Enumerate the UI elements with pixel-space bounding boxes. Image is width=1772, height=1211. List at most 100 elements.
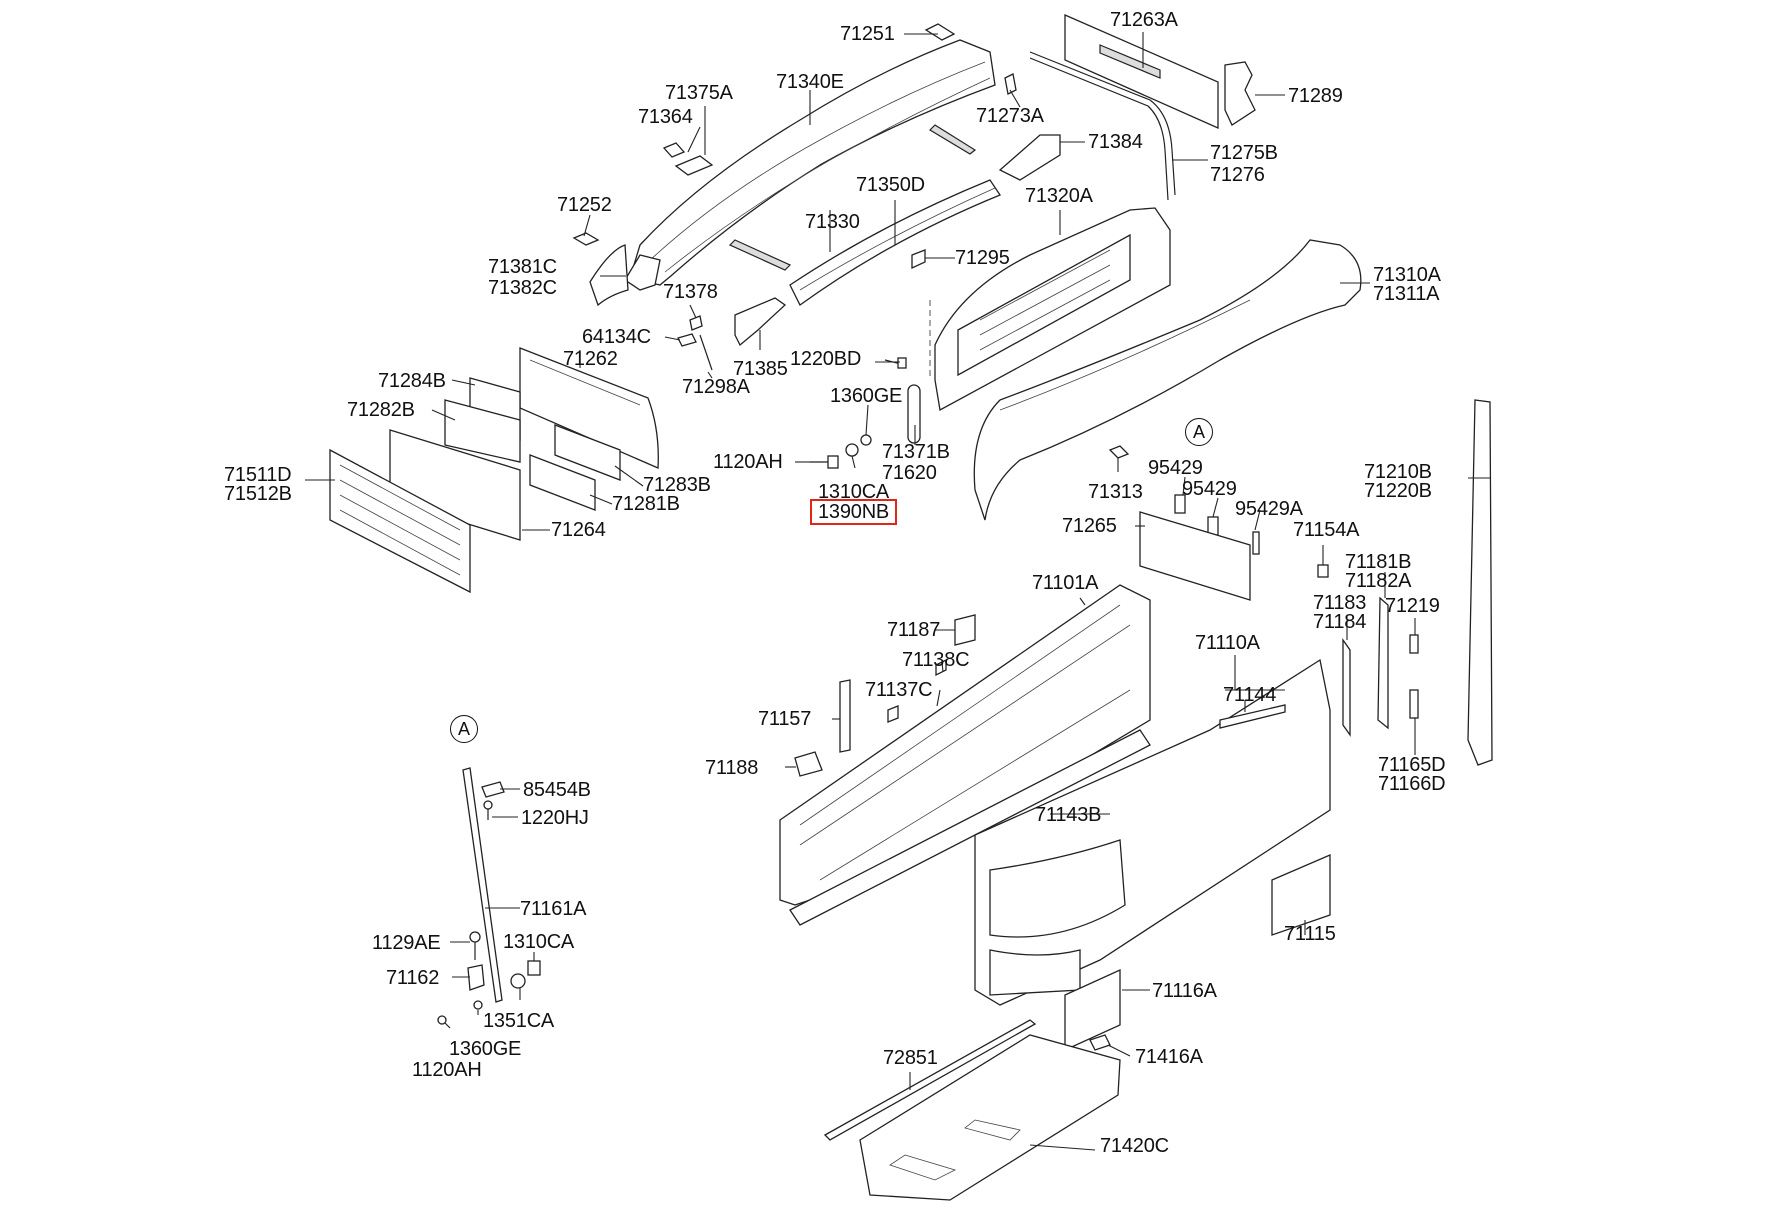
bolt-1220HJ	[483, 800, 493, 820]
header-panel-71263A	[1064, 14, 1219, 130]
clip-71416A	[1089, 1034, 1111, 1051]
label-71340E[interactable]: 71340E	[776, 71, 844, 93]
label-71275B[interactable]: 71275B	[1210, 142, 1278, 164]
label-1310CA-side[interactable]: 1310CA	[503, 931, 575, 953]
label-71187[interactable]: 71187	[887, 619, 941, 641]
label-71378[interactable]: 71378	[663, 281, 718, 303]
label-1129AE[interactable]: 1129AE	[372, 932, 441, 954]
label-71371B[interactable]: 71371B	[882, 441, 950, 463]
floor-frame-71101A	[779, 584, 1151, 926]
label-71166D[interactable]: 71166D	[1378, 773, 1446, 795]
label-71265[interactable]: 71265	[1062, 515, 1117, 537]
nut-1310CA	[845, 443, 859, 457]
label-71219[interactable]: 71219	[1385, 595, 1440, 617]
label-71381C[interactable]: 71381C	[488, 256, 557, 278]
label-71310A[interactable]: 71310A	[1373, 264, 1441, 286]
end-cap-71381C	[589, 244, 629, 307]
label-71154A[interactable]: 71154A	[1293, 519, 1360, 541]
label-71183[interactable]: 71183	[1313, 592, 1367, 614]
label-71511D[interactable]: 71511D	[224, 464, 292, 486]
bolt-1120AH	[810, 455, 839, 469]
label-71137C[interactable]: 71137C	[865, 679, 933, 701]
label-71283B[interactable]: 71283B	[643, 474, 711, 496]
label-71273A[interactable]: 71273A	[976, 105, 1044, 127]
label-1220BD[interactable]: 1220BD	[790, 348, 862, 370]
label-71382C[interactable]: 71382C	[488, 277, 557, 299]
label-71157[interactable]: 71157	[758, 708, 812, 730]
label-71330[interactable]: 71330	[805, 211, 860, 233]
label-71281B[interactable]: 71281B	[612, 493, 680, 515]
bolt-1120AH-side	[437, 1015, 451, 1029]
label-71263A[interactable]: 71263A	[1110, 9, 1178, 31]
label-71188[interactable]: 71188	[705, 757, 759, 779]
label-71276[interactable]: 71276	[1210, 164, 1265, 186]
label-95429-b[interactable]: 95429	[1182, 478, 1237, 500]
label-64134C[interactable]: 64134C	[582, 326, 651, 348]
label-1351CA[interactable]: 1351CA	[483, 1010, 555, 1032]
label-1120AH-top[interactable]: 1120AH	[713, 451, 783, 473]
label-95429A[interactable]: 95429A	[1235, 498, 1303, 520]
label-1120AH-side[interactable]: 1120AH	[412, 1059, 482, 1081]
label-71264[interactable]: 71264	[551, 519, 606, 541]
label-71116A[interactable]: 71116A	[1152, 980, 1217, 1002]
label-71181B[interactable]: 71181B	[1345, 551, 1412, 573]
label-1310CA-top[interactable]: 1310CA	[818, 481, 890, 503]
label-71115[interactable]: 71115	[1284, 923, 1336, 945]
label-1390NB-highlighted[interactable]: 1390NB	[810, 499, 898, 525]
label-71416A[interactable]: 71416A	[1135, 1046, 1203, 1068]
label-71262[interactable]: 71262	[563, 348, 618, 370]
label-85454B[interactable]: 85454B	[523, 779, 591, 801]
label-71298A[interactable]: 71298A	[682, 376, 750, 398]
label-71295[interactable]: 71295	[955, 247, 1010, 269]
bracket-71289	[1224, 61, 1256, 126]
label-71165D[interactable]: 71165D	[1378, 754, 1446, 776]
roof-front-rail-71340E	[624, 39, 996, 291]
label-71101A[interactable]: 71101A	[1032, 572, 1099, 594]
label-1220HJ[interactable]: 1220HJ	[521, 807, 589, 829]
label-71313[interactable]: 71313	[1088, 481, 1143, 503]
label-1360GE-side[interactable]: 1360GE	[449, 1038, 522, 1060]
bracket-71313	[1108, 445, 1130, 459]
label-72851[interactable]: 72851	[883, 1047, 938, 1069]
label-71420C[interactable]: 71420C	[1100, 1135, 1169, 1157]
cover-71295	[911, 249, 926, 270]
leader-lines	[305, 32, 1490, 1151]
label-71220B[interactable]: 71220B	[1364, 480, 1432, 502]
label-71161A[interactable]: 71161A	[520, 898, 587, 920]
label-71184[interactable]: 71184	[1313, 611, 1367, 633]
label-71251[interactable]: 71251	[840, 23, 895, 45]
label-71289[interactable]: 71289	[1288, 85, 1343, 107]
label-71375A[interactable]: 71375A	[665, 82, 733, 104]
label-1360GE-top[interactable]: 1360GE	[830, 385, 903, 407]
label-71182A[interactable]: 71182A	[1345, 570, 1412, 592]
label-71311A[interactable]: 71311A	[1373, 283, 1440, 305]
side-wall-71110A	[974, 658, 1331, 1006]
seal-strip-71161A	[462, 767, 503, 1003]
label-71320A[interactable]: 71320A	[1025, 185, 1093, 207]
label-71384[interactable]: 71384	[1088, 131, 1143, 153]
floor-panel-71420C	[859, 1034, 1121, 1201]
label-71252[interactable]: 71252	[557, 194, 612, 216]
nut-1351CA	[510, 973, 526, 989]
label-71162[interactable]: 71162	[386, 967, 440, 989]
post-71157	[839, 679, 851, 753]
label-71512B[interactable]: 71512B	[224, 483, 292, 505]
label-71350D[interactable]: 71350D	[856, 174, 925, 196]
label-71110A[interactable]: 71110A	[1195, 632, 1260, 654]
callout-a-side: A	[450, 715, 478, 743]
strip-72851	[823, 1019, 1037, 1141]
label-71364[interactable]: 71364	[638, 106, 693, 128]
label-71385[interactable]: 71385	[733, 358, 788, 380]
label-71620[interactable]: 71620	[882, 462, 937, 484]
label-71143B[interactable]: 71143B	[1035, 804, 1102, 826]
label-71282B[interactable]: 71282B	[347, 399, 415, 421]
label-71284B[interactable]: 71284B	[378, 370, 446, 392]
bracket-71252	[572, 232, 600, 246]
label-95429-a[interactable]: 95429	[1148, 457, 1203, 479]
label-71138C[interactable]: 71138C	[902, 649, 970, 671]
label-71144[interactable]: 71144	[1223, 684, 1277, 706]
nut-1360GE	[860, 434, 872, 446]
label-71210B[interactable]: 71210B	[1364, 461, 1432, 483]
plate-71284B	[444, 377, 521, 463]
